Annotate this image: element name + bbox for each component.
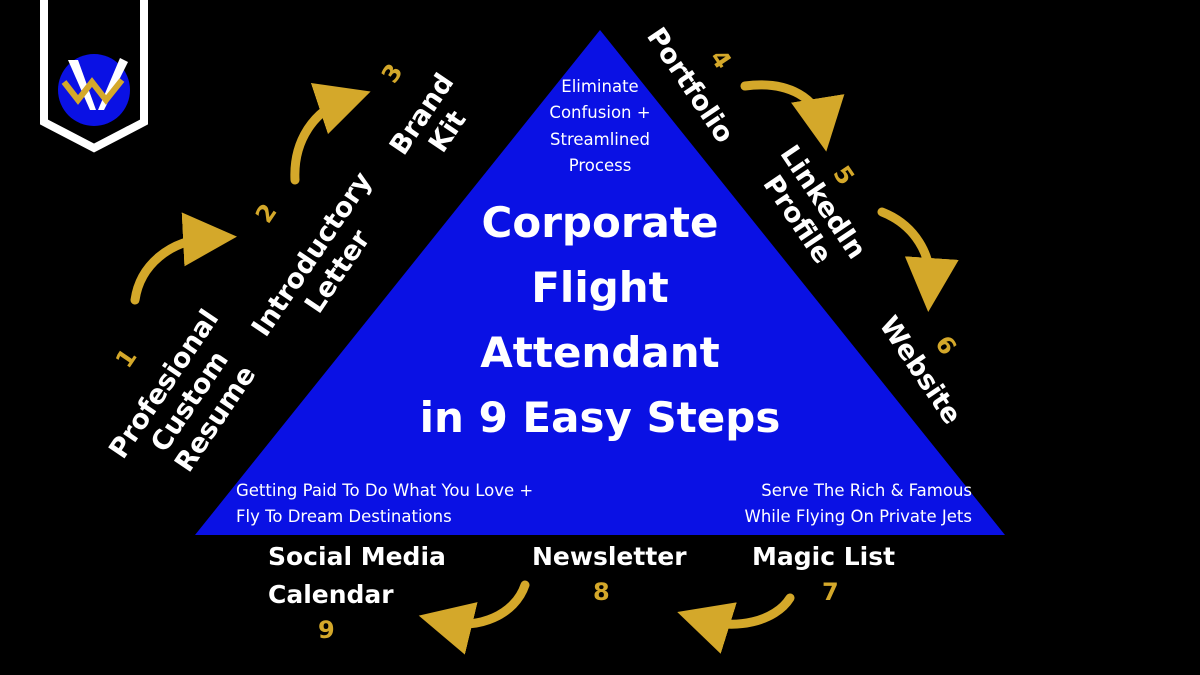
- left-note: Getting Paid To Do What You Love + Fly T…: [236, 478, 596, 531]
- right-note-line-2: While Flying On Private Jets: [744, 507, 972, 527]
- top-note: Eliminate Confusion + Streamlined Proces…: [530, 74, 670, 180]
- title-line-1: Corporate: [481, 198, 719, 247]
- top-note-line-3: Streamlined: [550, 129, 650, 149]
- title-line-2: Flight: [531, 263, 669, 313]
- monogram-logo-icon: [40, 0, 148, 153]
- step-8-line-1: Newsletter: [532, 542, 687, 571]
- step-9-label: Social Media Calendar: [268, 538, 446, 613]
- step-8-number: 8: [593, 578, 610, 606]
- step-7-label: Magic List: [752, 538, 895, 576]
- right-note-line-1: Serve The Rich & Famous: [761, 481, 972, 500]
- arrow-1-to-2: [130, 212, 237, 305]
- top-note-line-1: Eliminate: [561, 77, 639, 96]
- step-8-label: Newsletter: [532, 538, 687, 576]
- arrow-5-to-6: [877, 207, 959, 312]
- title-line-4: in 9 Easy Steps: [419, 393, 781, 443]
- left-note-line-1: Getting Paid To Do What You Love +: [236, 481, 534, 500]
- arrow-4-to-5: [740, 80, 845, 152]
- title-line-3: Attendant: [480, 328, 720, 378]
- left-note-line-2: Fly To Dream Destinations: [236, 507, 452, 527]
- top-note-line-2: Confusion +: [549, 103, 651, 123]
- step-7-line-1: Magic List: [752, 542, 896, 571]
- step-7-number: 7: [822, 578, 839, 606]
- step-9-number: 9: [318, 616, 335, 644]
- arrow-7-to-8: [677, 593, 795, 654]
- arrow-2-to-3: [290, 82, 371, 185]
- step-9-line-2: Calendar: [268, 579, 394, 609]
- center-title: Corporate Flight Attendant in 9 Easy Ste…: [380, 190, 820, 450]
- step-9-line-1: Social Media: [268, 542, 446, 571]
- arrow-8-to-9: [418, 580, 530, 655]
- top-note-line-4: Process: [568, 156, 632, 176]
- right-note: Serve The Rich & Famous While Flying On …: [680, 478, 972, 531]
